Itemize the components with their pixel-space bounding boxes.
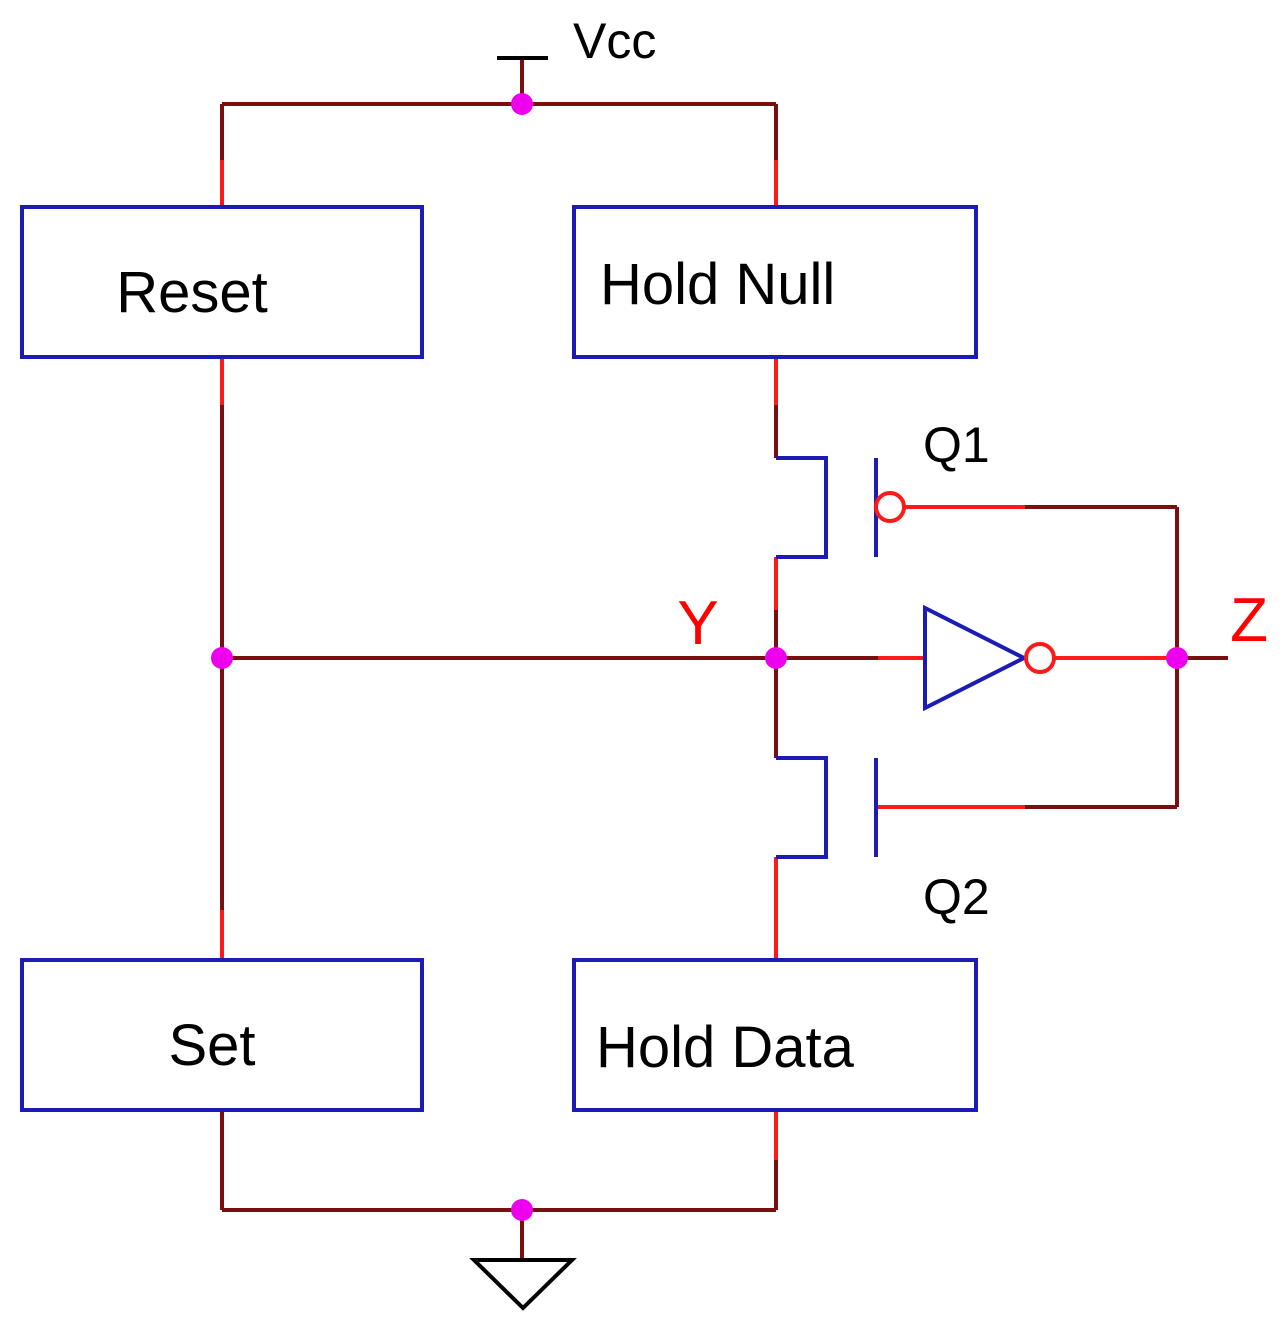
hold-data-block	[572, 958, 978, 1112]
node-z-label: Z	[1230, 586, 1268, 655]
junction-ground	[511, 1199, 533, 1221]
q2-channel	[776, 756, 828, 859]
q1-channel	[776, 456, 828, 559]
transistor-q1	[776, 456, 878, 559]
blocks	[20, 205, 978, 1112]
q1-label: Q1	[923, 417, 990, 473]
reset-label: Reset	[116, 260, 268, 325]
ground-symbol-icon	[469, 1258, 577, 1311]
inverter-bubble-icon	[1024, 642, 1056, 674]
junction-left	[211, 647, 233, 669]
set-block	[20, 958, 424, 1112]
wires-red	[220, 160, 1177, 1160]
q2-label: Q2	[923, 869, 990, 925]
reset-block	[20, 205, 424, 359]
set-label: Set	[168, 1013, 255, 1078]
hold-null-block	[572, 205, 978, 359]
junction-y	[765, 647, 787, 669]
supply-symbols	[469, 56, 577, 1311]
transistor-q2	[776, 756, 878, 859]
inverter-icon	[923, 604, 1029, 712]
junction-z	[1166, 647, 1188, 669]
junction-vcc	[511, 93, 533, 115]
hold-data-label: Hold Data	[596, 1015, 855, 1080]
q1-bubble-icon	[874, 491, 906, 523]
junctions	[211, 93, 1188, 1221]
vcc-label: Vcc	[573, 13, 656, 69]
node-y-label: Y	[677, 589, 718, 658]
hold-null-label: Hold Null	[600, 252, 835, 317]
